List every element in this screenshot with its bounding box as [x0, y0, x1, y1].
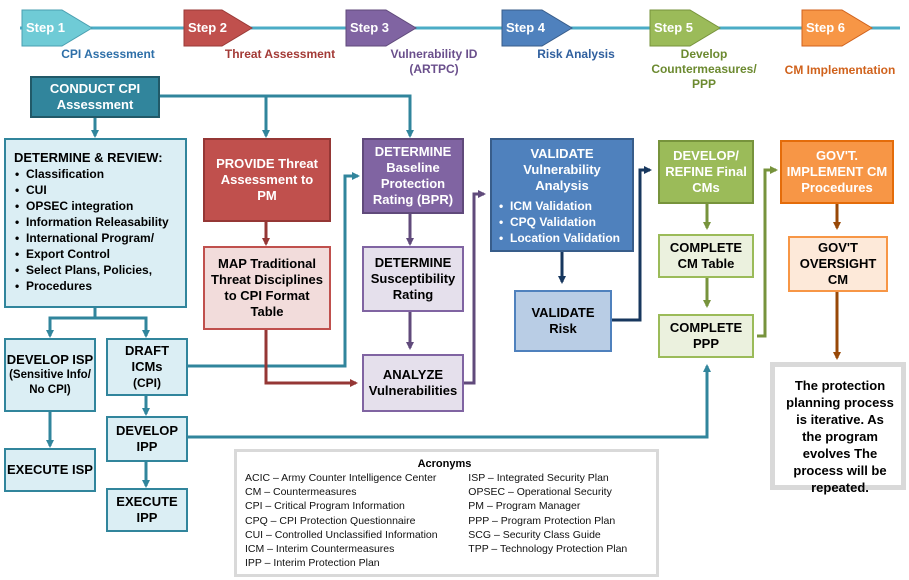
step-2-text: Step 2: [188, 20, 228, 35]
acronyms-title: Acronyms: [417, 458, 472, 470]
govt-implement-box: GOV'T. IMPLEMENT CM Procedures: [780, 140, 894, 204]
iterative-note: The protection planning process is itera…: [770, 362, 906, 495]
step-6-chevron: [801, 9, 873, 47]
determine-review-item: Classification: [15, 166, 179, 182]
validate-risk-text: VALIDATE Risk: [531, 305, 595, 336]
complete-cm-table-text: COMPLETE CM Table: [669, 240, 743, 271]
map-traditional-text: MAP Traditional Threat Disciplines to CP…: [211, 256, 323, 319]
validate-vuln-title: VALIDATE Vulnerability Analysis: [523, 146, 601, 193]
draft-icms-box: DRAFT ICMs (CPI): [106, 338, 188, 396]
govt-implement-text: GOV'T. IMPLEMENT CM Procedures: [786, 148, 888, 195]
determine-review-item: OPSEC integration: [15, 198, 179, 214]
step-5-text: Step 5: [654, 20, 694, 35]
acronym-entry: TPP – Technology Protection Plan: [468, 543, 628, 556]
step-3-text: Step 3: [350, 20, 390, 35]
step-1-chevron: [21, 9, 93, 47]
acronym-entry: ISP – Integrated Security Plan: [468, 472, 609, 484]
govt-oversight-text: GOV'T OVERSIGHT CM: [799, 240, 877, 287]
acronym-entry: CUI – Controlled Unclassified Informatio…: [245, 528, 438, 541]
determine-review-list: ClassificationCUIOPSEC integrationInform…: [14, 166, 179, 294]
develop-refine-text: DEVELOP/ REFINE Final CMs: [665, 148, 747, 195]
acronym-entry: IPP – Interim Protection Plan: [245, 557, 380, 570]
step-5-label: Develop Countermeasures/ PPP: [651, 47, 757, 91]
govt-oversight-box: GOV'T OVERSIGHT CM: [788, 236, 888, 292]
step-1-label: CPI Assessment: [61, 47, 155, 61]
validate-vuln-box: VALIDATE Vulnerability Analysis ICM Vali…: [490, 138, 634, 252]
develop-ipp-box: DEVELOP IPP: [106, 416, 188, 462]
validate-vuln-list: ICM ValidationCPQ ValidationLocation Val…: [498, 198, 626, 246]
step-2-chevron: [183, 9, 253, 47]
validate-vuln-item: CPQ Validation: [499, 214, 626, 230]
acronym-entry: CPQ – CPI Protection Questionnaire: [245, 514, 416, 527]
develop-isp-title: DEVELOP ISP: [6, 352, 94, 367]
develop-refine-box: DEVELOP/ REFINE Final CMs: [658, 140, 754, 204]
execute-isp-box: EXECUTE ISP: [4, 448, 96, 492]
acronym-entry: CM – Countermeasures: [245, 486, 357, 499]
determine-review-box: DETERMINE & REVIEW: ClassificationCUIOPS…: [4, 138, 187, 308]
step-1-text: Step 1: [26, 20, 66, 35]
develop-isp-box: DEVELOP ISP (Sensitive Info/ No CPI): [4, 338, 96, 412]
execute-ipp-box: EXECUTE IPP: [106, 488, 188, 532]
execute-isp-text: EXECUTE ISP: [7, 462, 93, 477]
draft-icms-sub: (CPI): [133, 376, 161, 390]
conduct-cpi-box: CONDUCT CPI Assessment: [30, 76, 160, 118]
complete-ppp-text: COMPLETE PPP: [669, 320, 743, 351]
determine-review-item: Information Releasability: [15, 214, 179, 230]
complete-cm-table-box: COMPLETE CM Table: [658, 234, 754, 278]
step-6-label: CM Implementation: [784, 63, 896, 77]
determine-bpr-text: DETERMINE Baseline Protection Rating (BP…: [372, 144, 454, 207]
determine-susceptibility-box: DETERMINE Susceptibility Rating: [362, 246, 464, 312]
determine-review-item: Select Plans, Policies,: [15, 262, 179, 278]
step-2-label: Threat Assessment: [224, 47, 336, 61]
step-4-text: Step 4: [506, 20, 546, 35]
acronym-entry: PPP – Program Protection Plan: [468, 514, 616, 527]
step-chevrons: [21, 9, 873, 47]
provide-threat-text: PROVIDE Threat Assessment to PM: [216, 156, 318, 203]
determine-review-item: Procedures: [15, 278, 179, 294]
determine-review-title: DETERMINE & REVIEW:: [14, 150, 163, 165]
step-5-chevron: [649, 9, 721, 47]
acronym-entry: PM – Program Manager: [468, 500, 581, 513]
acronyms-panel: Acronyms ACIC – Army Counter Intelligenc…: [234, 449, 659, 577]
complete-ppp-box: COMPLETE PPP: [658, 314, 754, 358]
develop-ipp-text: DEVELOP IPP: [115, 423, 179, 454]
acronym-entry: SCG – Security Class Guide: [468, 528, 601, 541]
provide-threat-box: PROVIDE Threat Assessment to PM: [203, 138, 331, 222]
determine-review-item: Export Control: [15, 246, 179, 262]
step-3-label: Vulnerability ID (ARTPC): [390, 47, 478, 76]
determine-review-item: International Program/: [15, 230, 179, 246]
acronym-entry: ACIC – Army Counter Intelligence Center: [245, 472, 437, 484]
determine-review-item: CUI: [15, 182, 179, 198]
acronym-entry: ICM – Interim Countermeasures: [245, 543, 395, 556]
step-3-chevron: [345, 9, 417, 47]
execute-ipp-text: EXECUTE IPP: [116, 494, 178, 525]
map-traditional-box: MAP Traditional Threat Disciplines to CP…: [203, 246, 331, 330]
determine-susceptibility-text: DETERMINE Susceptibility Rating: [370, 255, 456, 302]
step-4-label: Risk Analysis: [537, 47, 615, 61]
analyze-vuln-text: ANALYZE Vulnerabilities: [368, 367, 458, 398]
develop-isp-sub: (Sensitive Info/ No CPI): [9, 369, 91, 396]
determine-bpr-box: DETERMINE Baseline Protection Rating (BP…: [362, 138, 464, 214]
validate-vuln-item: Location Validation: [499, 230, 626, 246]
step-4-chevron: [501, 9, 573, 47]
draft-icms-title: DRAFT ICMs: [124, 343, 170, 374]
analyze-vuln-box: ANALYZE Vulnerabilities: [362, 354, 464, 412]
iterative-note-text: The protection planning process is itera…: [786, 378, 894, 495]
acronym-entry: OPSEC – Operational Security: [468, 486, 612, 499]
validate-vuln-item: ICM Validation: [499, 198, 626, 214]
acronym-entry: CPI – Critical Program Information: [245, 500, 405, 513]
conduct-cpi-text: CONDUCT CPI Assessment: [49, 81, 141, 112]
validate-risk-box: VALIDATE Risk: [514, 290, 612, 352]
step-6-text: Step 6: [806, 20, 846, 35]
